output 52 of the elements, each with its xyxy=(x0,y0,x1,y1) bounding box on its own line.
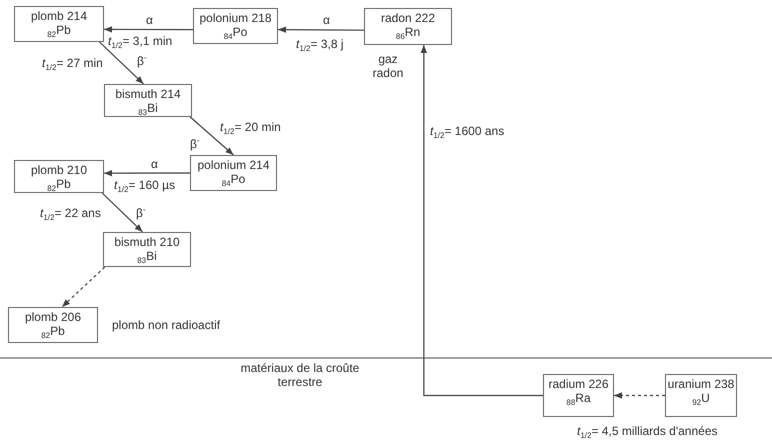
nuclide-box xyxy=(8,307,98,343)
node-caption: t$_{1/2}$= 22 ans xyxy=(40,206,101,220)
nuclide-box xyxy=(190,155,277,191)
note-label: t$_{1/2}$= 3,1 min xyxy=(108,34,172,48)
nuclide-name: polonium 214 xyxy=(197,158,270,172)
arrow xyxy=(104,170,190,176)
nuclide-name: radium 226 xyxy=(548,377,609,391)
nuclide-name: radon 222 xyxy=(380,11,436,25)
nuclide-symbol: $_{88}$Ra xyxy=(566,391,591,405)
nuclide-box xyxy=(104,84,192,117)
nuclide-symbol: $_{83}$Bi xyxy=(138,101,158,115)
note-label: matériaux de la croûte terrestre xyxy=(240,361,360,389)
nuclide-symbol: $_{84}$Po xyxy=(222,172,246,186)
arrow xyxy=(99,42,144,84)
nuclide-symbol: $_{86}$Rn xyxy=(396,25,420,39)
node-caption: t$_{1/2}$= 3,8 j xyxy=(296,37,344,51)
node-caption: plomb non radioactif xyxy=(112,318,220,332)
node-caption: t$_{1/2}$= 4,5 milliards d'années xyxy=(577,424,718,438)
nuclide-name: plomb 210 xyxy=(30,163,88,177)
nuclide-symbol: $_{92}$U xyxy=(692,391,710,405)
nuclide-symbol: $_{82}$Pb xyxy=(47,177,71,191)
nuclide-symbol: $_{83}$Bi xyxy=(137,249,157,263)
edge-label: β$^{-}$ xyxy=(190,137,200,151)
arrow xyxy=(62,266,106,308)
nuclide-box xyxy=(103,232,191,267)
arrow xyxy=(420,45,543,396)
nuclide-name: plomb 206 xyxy=(24,310,82,324)
nuclide-symbol: $_{82}$Pb xyxy=(41,324,65,338)
arrow xyxy=(102,192,144,232)
nuclide-symbol: $_{84}$Po xyxy=(224,25,248,39)
nuclide-box xyxy=(193,8,278,44)
nuclide-box xyxy=(543,374,614,417)
edge-label: β$^{-}$ xyxy=(136,206,146,220)
nuclide-name: bismuth 210 xyxy=(114,235,180,249)
nuclide-name: bismuth 214 xyxy=(115,87,181,101)
arrow xyxy=(278,26,364,33)
node-caption: t$_{1/2}$= 27 min xyxy=(42,56,103,70)
nuclide-name: plomb 214 xyxy=(30,9,88,23)
arrow xyxy=(104,26,193,33)
nuclide-box xyxy=(665,374,737,417)
node-caption: t$_{1/2}$= 20 min xyxy=(220,120,281,134)
node-caption: t$_{1/2}$= 160 µs xyxy=(114,178,176,192)
arrow xyxy=(614,392,665,399)
edge-label: β$^{-}$ xyxy=(137,54,147,68)
nuclide-box xyxy=(14,6,104,42)
nuclide-name: uranium 238 xyxy=(668,377,734,391)
arrow xyxy=(190,116,234,156)
nuclide-name: polonium 218 xyxy=(199,11,272,25)
edge-label: t$_{1/2}$= 1600 ans xyxy=(430,124,504,138)
nuclide-box xyxy=(364,8,452,45)
nuclide-box xyxy=(14,160,104,193)
nuclide-symbol: $_{82}$Pb xyxy=(47,23,71,37)
